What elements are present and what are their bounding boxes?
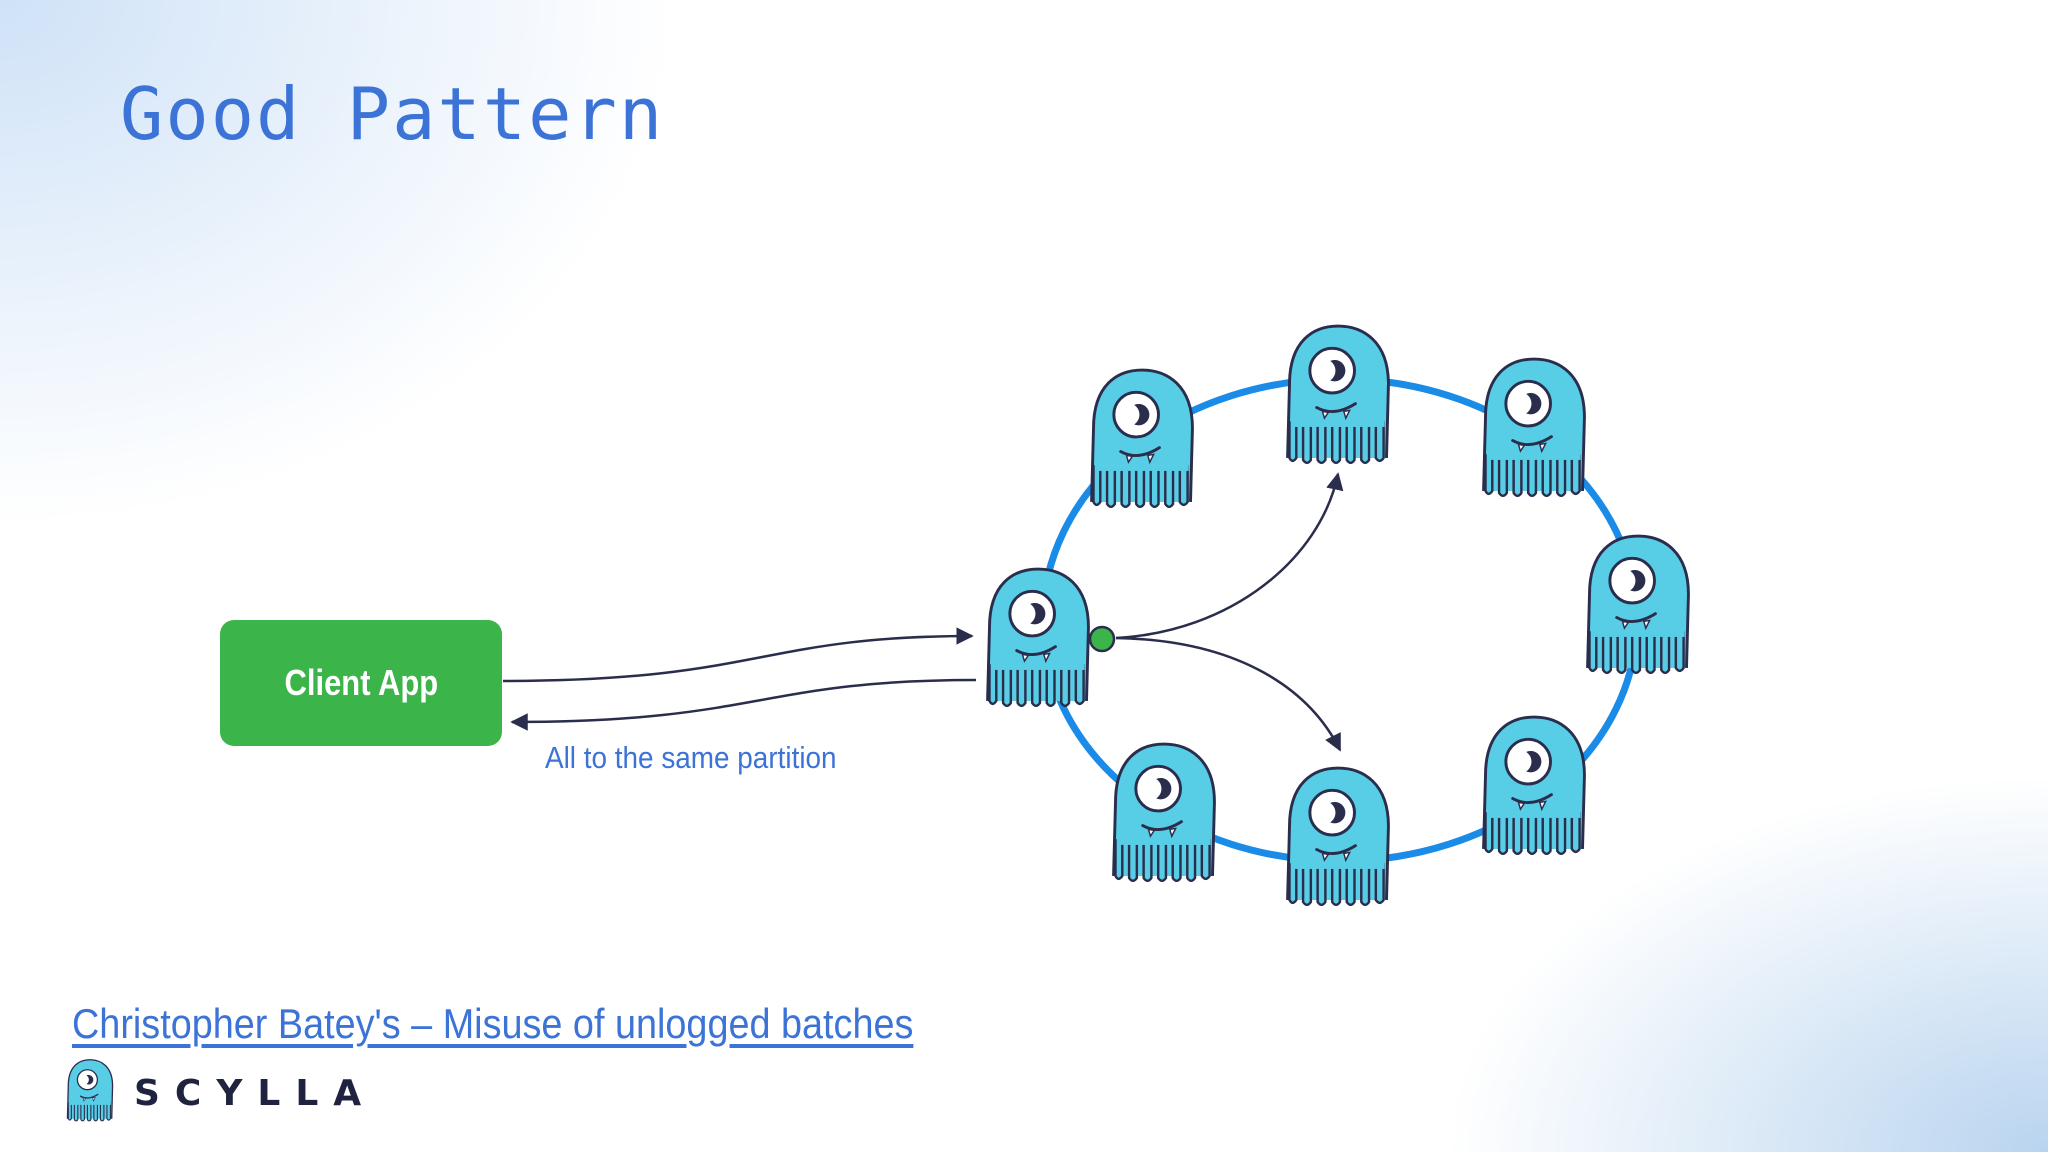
node-monster-icon xyxy=(1090,368,1194,509)
request-arrow xyxy=(502,627,974,683)
scylla-logo-text: SCYLLA xyxy=(134,1073,377,1114)
node-monster-icon xyxy=(1286,324,1390,465)
token-dot xyxy=(1088,625,1116,653)
response-arrow xyxy=(510,678,977,731)
client-app-box: Client App xyxy=(220,620,502,746)
node-monster-icon xyxy=(1286,766,1390,907)
node-monster-icon xyxy=(1482,715,1586,856)
slide-title: Good Pattern xyxy=(120,72,665,156)
node-monster-icon xyxy=(986,567,1090,708)
client-app-label: Client App xyxy=(284,662,438,703)
reference-link[interactable]: Christopher Batey's – Misuse of unlogged… xyxy=(72,1000,914,1047)
node-monster-icon xyxy=(1586,534,1690,675)
node-monster-icon xyxy=(1482,357,1586,498)
scylla-monster-icon xyxy=(66,1059,114,1122)
node-monster-icon xyxy=(1112,742,1216,883)
replica-arrow-bottom xyxy=(1115,636,1342,752)
arrow-caption: All to the same partition xyxy=(545,740,837,775)
replica-arrow-top xyxy=(1115,472,1344,640)
